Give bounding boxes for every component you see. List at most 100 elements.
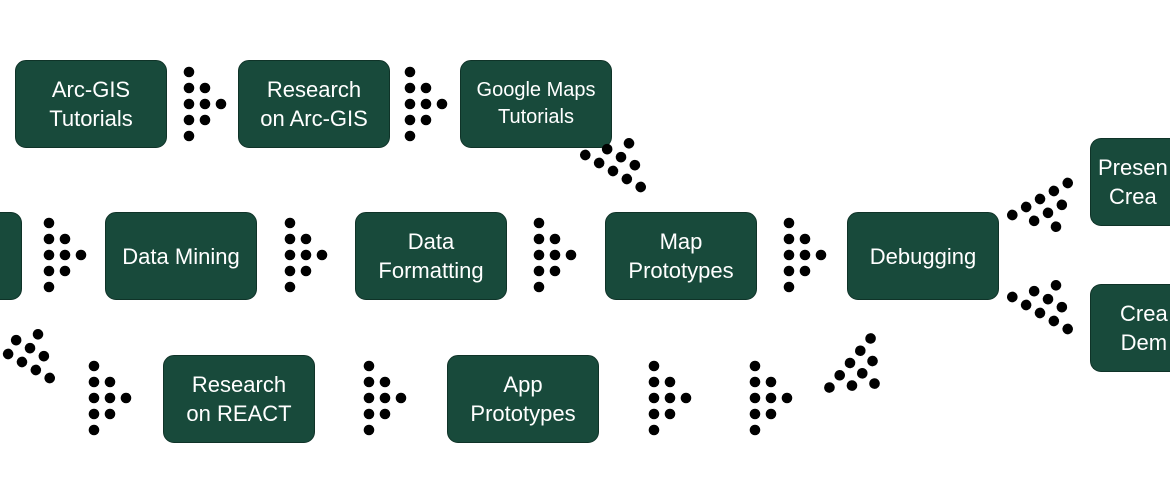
node-create-demo: Crea Dem: [1090, 284, 1170, 372]
arrow-dot: [104, 408, 116, 420]
arrow-dot: [824, 382, 835, 393]
arrow-dot: [10, 334, 22, 346]
node-label: Arc-GIS Tutorials: [49, 77, 133, 131]
arrow-dot: [1056, 199, 1068, 211]
arrow-dot: [104, 392, 116, 404]
arrow-dot: [749, 360, 761, 372]
node-label: Debugging: [869, 243, 977, 269]
arrow-dot: [783, 281, 795, 293]
arrow-dot: [549, 265, 561, 277]
arrow-dot: [783, 233, 795, 245]
arrow-dot: [363, 360, 375, 372]
arrow-dot: [799, 233, 811, 245]
node-left-partial: [0, 212, 22, 300]
node-label: Research on REACT: [186, 372, 292, 426]
arrow-dot: [420, 82, 432, 94]
arrow-dot: [815, 249, 827, 261]
arrow-dot: [300, 249, 312, 261]
arrow-dot: [183, 82, 195, 94]
arrow-dot: [834, 369, 846, 381]
arrow-dot: [533, 233, 545, 245]
arrow-dot: [1050, 279, 1062, 291]
dotted-arrow-icon: [579, 137, 647, 193]
arrow-dot: [615, 151, 627, 163]
dotted-arrow-icon: [648, 360, 692, 436]
node-data-mining: Data Mining: [105, 212, 257, 300]
arrow-dot: [865, 333, 876, 344]
dotted-arrow-icon: [783, 217, 827, 293]
arrow-dot: [30, 364, 42, 376]
arrow-dot: [88, 408, 100, 420]
arrow-dot: [363, 424, 375, 436]
arrow-dot: [88, 360, 100, 372]
dotted-arrow-icon: [1006, 177, 1074, 233]
arrow-dot: [404, 114, 416, 126]
arrow-dot: [32, 328, 44, 340]
node-label: Presen Crea: [1098, 155, 1168, 209]
arrow-dot: [749, 392, 761, 404]
arrow-dot: [1042, 207, 1054, 219]
arrow-dot: [1006, 291, 1018, 303]
dotted-arrow-icon: [43, 217, 87, 293]
node-label: Data Formatting: [378, 229, 484, 283]
node-label: Data Mining: [122, 243, 240, 269]
arrow-dot: [799, 249, 811, 261]
node-label: App Prototypes: [470, 372, 576, 426]
node-label: Google Maps Tutorials: [476, 79, 596, 128]
arrow-dot: [648, 360, 660, 372]
arrow-dot: [88, 392, 100, 404]
dotted-arrow-icon: [284, 217, 328, 293]
arrow-dot: [549, 233, 561, 245]
arrow-dot: [284, 249, 296, 261]
node-presentation-creation: Presen Crea: [1090, 138, 1170, 226]
arrow-dot: [533, 249, 545, 261]
arrow-dot: [1028, 285, 1040, 297]
arrow-dot: [635, 181, 647, 193]
node-app-prototypes: App Prototypes: [447, 355, 599, 443]
arrow-dot: [867, 355, 878, 367]
arrow-dot: [579, 149, 591, 161]
arrow-dot: [183, 98, 195, 110]
arrow-dot: [1050, 221, 1062, 233]
arrow-dot: [59, 249, 71, 261]
arrow-dot: [765, 392, 777, 404]
dotted-arrow-icon: [749, 360, 793, 436]
arrow-dot: [44, 372, 56, 384]
node-label: Map Prototypes: [628, 229, 734, 283]
arrow-dot: [104, 376, 116, 388]
dotted-arrow-icon: [363, 360, 407, 436]
arrow-dot: [363, 376, 375, 388]
arrow-dot: [549, 249, 561, 261]
arrow-dot: [284, 233, 296, 245]
arrow-dot: [1006, 209, 1018, 221]
dotted-arrow-icon: [533, 217, 577, 293]
arrow-dot: [284, 281, 296, 293]
arrow-dot: [120, 392, 132, 404]
arrow-dot: [1034, 193, 1046, 205]
node-data-formatting: Data Formatting: [355, 212, 507, 300]
arrow-dot: [43, 249, 55, 261]
arrow-dot: [623, 137, 635, 149]
arrow-dot: [799, 265, 811, 277]
arrow-dot: [363, 392, 375, 404]
arrow-dot: [565, 249, 577, 261]
node-google-maps-tutorials: Google Maps Tutorials: [460, 60, 612, 148]
arrow-dot: [43, 217, 55, 229]
arrow-dot: [846, 380, 858, 391]
arrow-dot: [533, 265, 545, 277]
node-debugging: Debugging: [847, 212, 999, 300]
arrow-dot: [749, 376, 761, 388]
arrow-dot: [199, 98, 211, 110]
node-label: Research on Arc-GIS: [260, 77, 368, 131]
arrow-dot: [749, 408, 761, 420]
arrow-dot: [404, 66, 416, 78]
arrow-dot: [648, 408, 660, 420]
arrow-dot: [284, 217, 296, 229]
arrow-dot: [607, 165, 619, 177]
arrow-dot: [601, 143, 613, 155]
arrow-dot: [88, 424, 100, 436]
arrow-dot: [16, 356, 28, 368]
arrow-dot: [1062, 323, 1074, 335]
node-research-react: Research on REACT: [163, 355, 315, 443]
arrow-dot: [43, 281, 55, 293]
